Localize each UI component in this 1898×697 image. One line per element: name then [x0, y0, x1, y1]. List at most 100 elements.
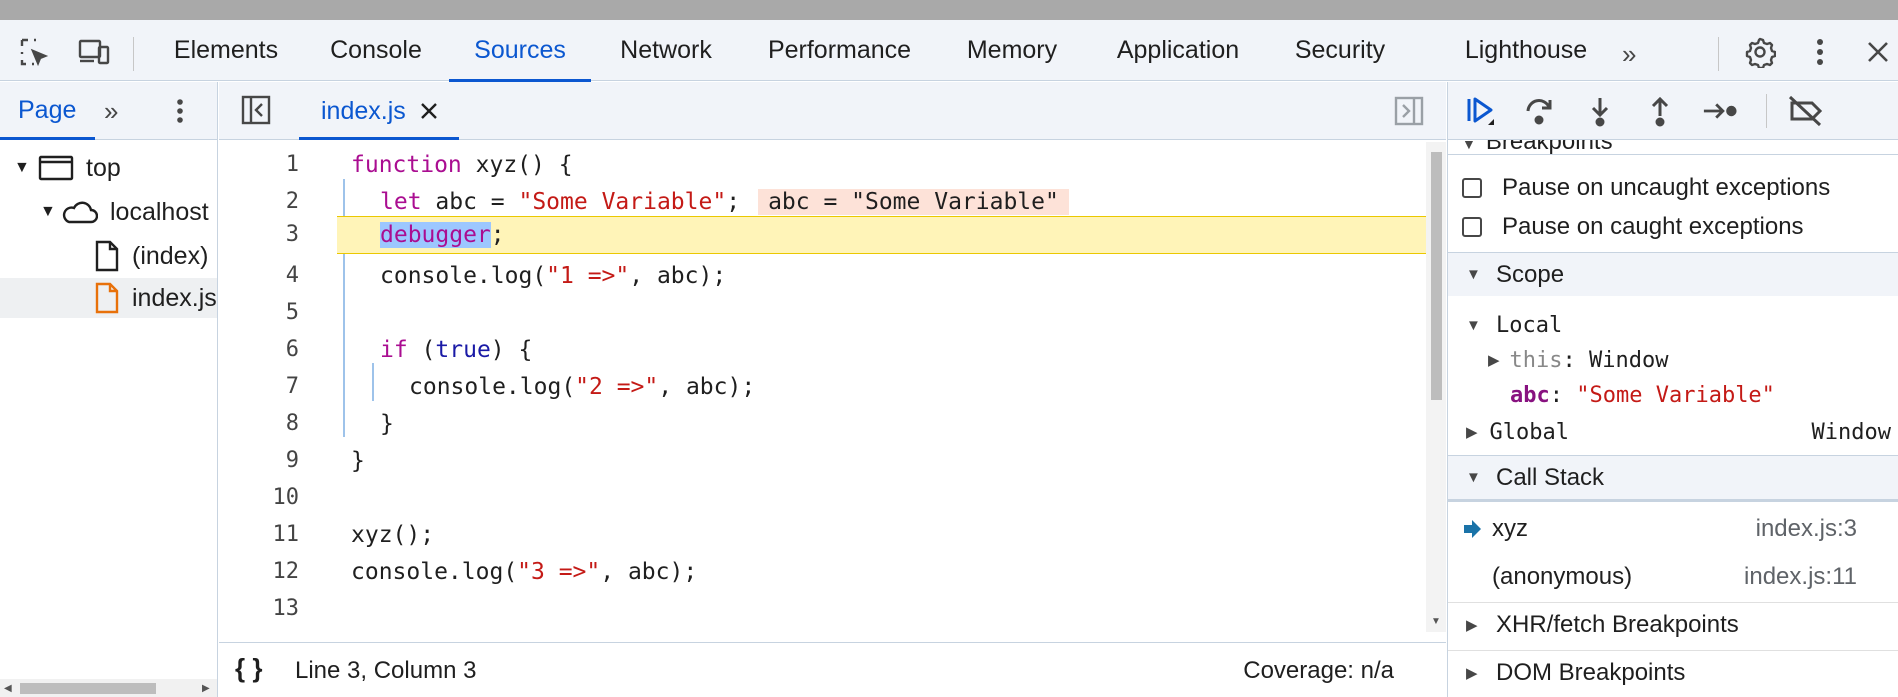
code-line[interactable]: 6 if (true) { — [219, 331, 1426, 368]
file-tab-index-js[interactable]: index.js — [299, 82, 459, 140]
paused-execution-line[interactable]: debugger; — [337, 216, 1426, 254]
tree-item-top[interactable]: ▼ top — [0, 148, 217, 188]
code-line[interactable]: 1 function xyz() { — [219, 146, 1426, 183]
step-into-icon[interactable] — [1582, 93, 1618, 129]
close-devtools-icon[interactable] — [1860, 34, 1896, 70]
expand-triangle-icon[interactable]: ▶ — [1466, 424, 1478, 441]
line-number[interactable]: 2 — [285, 189, 299, 214]
close-tab-icon[interactable] — [420, 102, 438, 120]
line-number[interactable]: 3 — [285, 222, 299, 247]
tab-sources[interactable]: Sources — [449, 20, 591, 82]
scrollbar-thumb[interactable] — [20, 683, 156, 694]
code-line[interactable]: 4 console.log("1 =>", abc); — [219, 257, 1426, 294]
tab-memory[interactable]: Memory — [966, 36, 1058, 64]
resume-icon[interactable] — [1462, 93, 1498, 129]
tab-console[interactable]: Console — [330, 36, 422, 64]
line-number[interactable]: 7 — [285, 374, 299, 399]
deactivate-breakpoints-icon[interactable] — [1788, 93, 1824, 129]
step-icon[interactable] — [1702, 93, 1738, 129]
tab-elements[interactable]: Elements — [173, 36, 279, 64]
step-out-icon[interactable] — [1642, 93, 1678, 129]
line-number[interactable]: 1 — [285, 152, 299, 177]
expand-triangle-icon[interactable]: ▶ — [1466, 616, 1478, 634]
pause-caught-checkbox[interactable] — [1462, 217, 1482, 237]
collapse-triangle-icon[interactable]: ▼ — [1466, 469, 1481, 486]
inspect-element-icon[interactable] — [16, 34, 52, 70]
collapse-triangle-icon[interactable]: ▼ — [1462, 140, 1476, 152]
scope-this-row[interactable]: ▶ this: Window — [1488, 347, 1669, 373]
tab-performance[interactable]: Performance — [767, 36, 912, 64]
callstack-section-header[interactable]: ▼ Call Stack — [1448, 455, 1898, 499]
collapse-triangle-icon[interactable]: ▼ — [1466, 316, 1481, 334]
callstack-frame[interactable]: (anonymous) index.js:11 — [1448, 555, 1898, 599]
line-number[interactable]: 4 — [285, 263, 299, 288]
tab-lighthouse[interactable]: Lighthouse — [1464, 36, 1588, 64]
line-number[interactable]: 8 — [285, 411, 299, 436]
xhr-breakpoints-section-header[interactable]: ▶ XHR/fetch Breakpoints — [1448, 602, 1898, 646]
tree-item-localhost[interactable]: ▼ localhost — [0, 192, 217, 232]
more-options-icon[interactable] — [1802, 34, 1838, 70]
editor-vscrollbar[interactable]: ▼ — [1426, 142, 1446, 632]
navigator-hscrollbar[interactable]: ◀ ▶ — [0, 679, 217, 697]
code-area[interactable]: 1 function xyz() { 2 let abc = "Some Var… — [219, 142, 1426, 632]
tab-security[interactable]: Security — [1294, 36, 1386, 64]
code-line[interactable]: 12 console.log("3 =>", abc); — [219, 553, 1426, 590]
frame-location[interactable]: index.js:11 — [1744, 563, 1857, 590]
dom-breakpoints-section-header[interactable]: ▶ DOM Breakpoints — [1448, 650, 1898, 694]
code-line[interactable]: 7 console.log("2 =>", abc); — [219, 368, 1426, 405]
scroll-left-icon[interactable]: ◀ — [4, 683, 12, 694]
expand-triangle-icon[interactable]: ▶ — [1466, 664, 1478, 682]
navigator-menu-icon[interactable] — [176, 98, 184, 129]
scope-abc-row[interactable]: abc: "Some Variable" — [1510, 382, 1775, 408]
inline-variable-value: abc = "Some Variable" — [758, 188, 1069, 215]
code-line[interactable]: 5 — [219, 294, 1426, 331]
editor-tabs: index.js — [219, 82, 1446, 140]
pause-caught-row[interactable]: Pause on caught exceptions — [1462, 209, 1804, 245]
code-line[interactable]: 13 — [219, 590, 1426, 627]
breakpoints-section-header[interactable]: ▼Breakpoints — [1462, 140, 1613, 156]
scroll-right-icon[interactable]: ▶ — [202, 683, 210, 694]
settings-gear-icon[interactable] — [1742, 34, 1778, 70]
tab-network[interactable]: Network — [620, 36, 712, 64]
code-line[interactable]: 2 let abc = "Some Variable";abc = "Some … — [219, 183, 1426, 220]
tab-application[interactable]: Application — [1116, 36, 1240, 64]
more-tabs-icon[interactable]: » — [1622, 39, 1637, 69]
scroll-down-icon[interactable]: ▼ — [1431, 616, 1441, 627]
line-number[interactable]: 9 — [285, 448, 299, 473]
tree-item-index-js[interactable]: index.js — [0, 278, 217, 318]
step-over-icon[interactable] — [1522, 93, 1558, 129]
scope-global-row[interactable]: ▶ Global Window — [1448, 415, 1898, 449]
pause-uncaught-row[interactable]: Pause on uncaught exceptions — [1462, 170, 1830, 206]
tree-item-index-html[interactable]: (index) — [0, 236, 217, 276]
callstack-frame[interactable]: xyz index.js:3 — [1448, 507, 1898, 551]
line-number[interactable]: 10 — [272, 485, 300, 510]
code-line[interactable]: 8 } — [219, 405, 1426, 442]
scope-section-header[interactable]: ▼ Scope — [1448, 252, 1898, 296]
frame-location[interactable]: index.js:3 — [1755, 515, 1857, 542]
code-line[interactable]: 9 } — [219, 442, 1426, 479]
line-number[interactable]: 11 — [272, 522, 300, 547]
line-number[interactable]: 5 — [285, 300, 299, 325]
expand-triangle-icon[interactable]: ▶ — [1488, 352, 1500, 369]
scope-this-value: Window — [1589, 347, 1669, 373]
line-number[interactable]: 6 — [285, 337, 299, 362]
expand-triangle-icon[interactable]: ▼ — [14, 159, 30, 176]
pretty-print-icon[interactable]: { } — [235, 653, 263, 683]
toggle-debugger-icon[interactable] — [1394, 96, 1424, 131]
line-number[interactable]: 12 — [272, 559, 300, 584]
device-toolbar-icon[interactable] — [76, 34, 112, 70]
code-line[interactable]: 10 — [219, 479, 1426, 516]
pause-uncaught-checkbox[interactable] — [1462, 178, 1482, 198]
toggle-navigator-icon[interactable] — [241, 95, 271, 130]
pause-caught-label: Pause on caught exceptions — [1502, 213, 1804, 240]
scope-local-row[interactable]: ▼ Local — [1448, 308, 1898, 342]
tab-page[interactable]: Page — [18, 96, 77, 124]
cloud-icon — [60, 199, 98, 225]
scrollbar-thumb[interactable] — [1431, 152, 1442, 400]
more-navigator-tabs-icon[interactable]: » — [104, 96, 119, 126]
line-number[interactable]: 13 — [272, 596, 300, 621]
expand-triangle-icon[interactable]: ▼ — [40, 203, 56, 220]
collapse-triangle-icon[interactable]: ▼ — [1466, 266, 1481, 283]
code-line[interactable]: 11 xyz(); — [219, 516, 1426, 553]
tree-item-label: top — [86, 153, 121, 182]
